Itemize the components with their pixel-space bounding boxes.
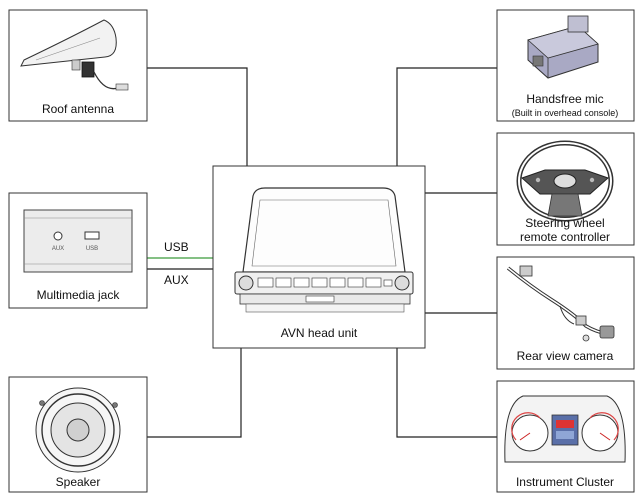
handsfree-mic-note: (Built in overhead console) [512, 108, 619, 118]
mic-connector [396, 67, 497, 166]
aux-port-label: AUX [52, 246, 64, 252]
avn-head-unit-box: AVN head unit [212, 165, 426, 349]
rear-camera-icon [506, 265, 615, 342]
aux-connection-label: AUX [164, 273, 189, 287]
cluster-connector [396, 348, 497, 438]
instrument-cluster-box: Instrument Cluster [496, 380, 635, 493]
steering-wheel-label-line2: remote controller [520, 230, 610, 244]
usb-connection-label: USB [164, 240, 189, 254]
speaker-connector [147, 348, 242, 438]
handsfree-mic-box: Handsfree mic (Built in overhead console… [496, 9, 635, 122]
multimedia-jack-label: Multimedia jack [37, 288, 121, 302]
speaker-icon [35, 387, 121, 473]
speaker-box: Speaker [8, 376, 148, 493]
handsfree-mic-label: Handsfree mic [526, 92, 603, 106]
multimedia-jack-icon: AUX USB [23, 209, 133, 273]
instrument-cluster-label: Instrument Cluster [516, 475, 614, 489]
instrument-cluster-icon [504, 395, 626, 463]
rear-camera-label: Rear view camera [517, 349, 614, 363]
steering-wheel-icon [516, 140, 614, 222]
avn-head-unit-label: AVN head unit [281, 326, 358, 340]
rear-camera-box: Rear view camera [496, 256, 635, 370]
usb-port-icon [84, 231, 100, 240]
steering-wheel-label-line1: Steering wheel [525, 216, 604, 230]
roof-antenna-label: Roof antenna [42, 102, 114, 116]
roof-antenna-icon [20, 19, 129, 91]
aux-port-icon [53, 231, 63, 241]
roof-antenna-box: Roof antenna [8, 9, 148, 122]
steering-wheel-box: Steering wheel remote controller [496, 132, 635, 246]
usb-port-label: USB [86, 246, 98, 252]
avn-head-unit-icon [234, 187, 414, 313]
handsfree-mic-icon [527, 15, 599, 79]
camera-connector [417, 289, 497, 314]
speaker-label: Speaker [56, 475, 101, 489]
antenna-connector [147, 67, 248, 166]
multimedia-jack-box: AUX USB Multimedia jack [8, 192, 148, 309]
